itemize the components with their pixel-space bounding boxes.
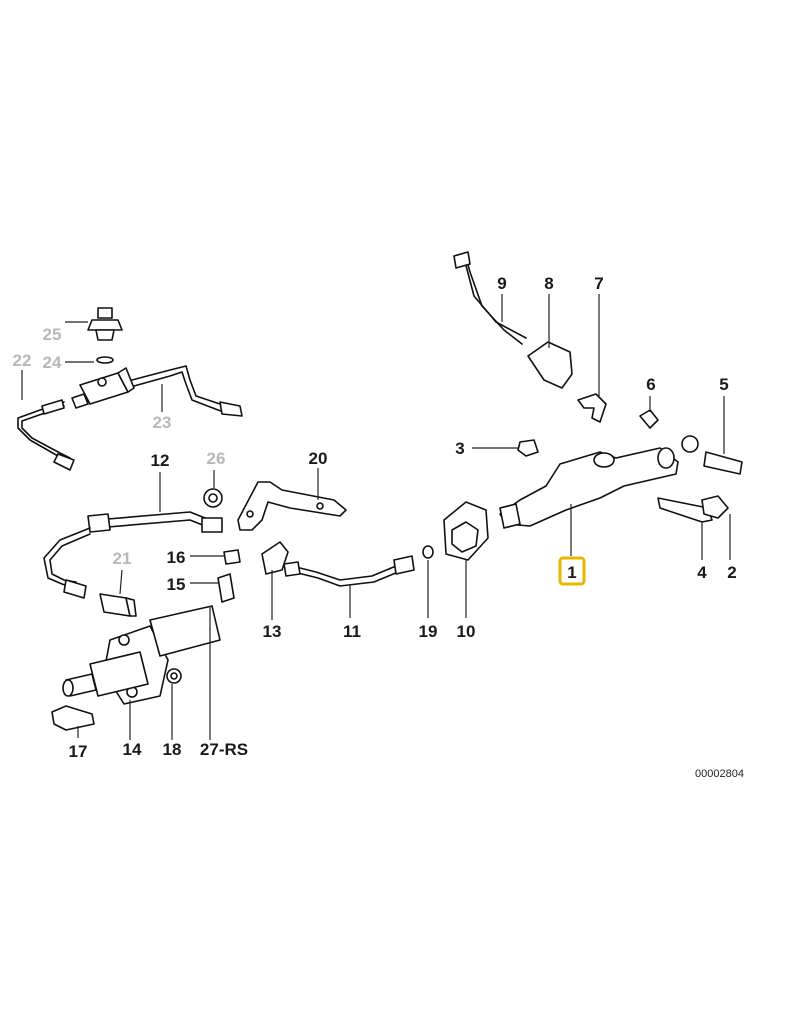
callout-25[interactable]: 25 bbox=[43, 325, 62, 344]
callout-11[interactable]: 11 bbox=[343, 622, 361, 641]
clip-6 bbox=[639, 409, 659, 429]
callout-5[interactable]: 5 bbox=[719, 375, 728, 394]
callout-12[interactable]: 12 bbox=[151, 451, 170, 470]
callout-27-rs[interactable]: 27-RS bbox=[200, 740, 248, 759]
callout-19[interactable]: 19 bbox=[419, 622, 438, 641]
callout-6[interactable]: 6 bbox=[646, 375, 655, 394]
bracket-20 bbox=[237, 481, 347, 531]
callout-17[interactable]: 17 bbox=[69, 742, 88, 761]
leader-lines bbox=[21, 294, 731, 740]
nut-2 bbox=[701, 495, 729, 519]
bolt-17 bbox=[51, 705, 95, 731]
callout-26[interactable]: 26 bbox=[207, 449, 226, 468]
callout-22[interactable]: 22 bbox=[13, 351, 32, 370]
highlight-box-part-1 bbox=[558, 556, 586, 586]
washer-19 bbox=[422, 545, 434, 559]
clutch-line-11 bbox=[283, 555, 415, 587]
callout-21[interactable]: 21 bbox=[113, 549, 132, 568]
callout-4[interactable]: 4 bbox=[697, 563, 707, 582]
callout-24[interactable]: 24 bbox=[43, 353, 62, 372]
callout-20[interactable]: 20 bbox=[309, 449, 328, 468]
fitting-21 bbox=[99, 593, 137, 617]
pin-5 bbox=[703, 451, 743, 475]
pressure-switch-assembly bbox=[17, 307, 243, 471]
reservoir-hose-9 bbox=[453, 251, 527, 345]
seal-10 bbox=[443, 501, 489, 561]
bleeder-cap-16 bbox=[223, 549, 241, 565]
clip-13 bbox=[261, 541, 289, 575]
callout-1[interactable]: 1 bbox=[567, 563, 576, 582]
callout-9[interactable]: 9 bbox=[497, 274, 506, 293]
callout-10[interactable]: 10 bbox=[457, 622, 476, 641]
callout-18[interactable]: 18 bbox=[163, 740, 182, 759]
callout-labels: 1 2 3 4 5 6 7 8 9 10 11 12 13 14 15 16 1… bbox=[13, 274, 744, 780]
callout-14[interactable]: 14 bbox=[123, 740, 142, 759]
clutch-line-hose bbox=[43, 511, 223, 599]
callout-3[interactable]: 3 bbox=[455, 439, 464, 458]
callout-16[interactable]: 16 bbox=[167, 548, 186, 567]
callout-7[interactable]: 7 bbox=[594, 274, 603, 293]
bleeder-screw-15 bbox=[217, 573, 235, 603]
bolt-4 bbox=[657, 497, 713, 523]
slave-cylinder-14 bbox=[62, 605, 221, 705]
callout-8[interactable]: 8 bbox=[544, 274, 553, 293]
nut-3 bbox=[517, 439, 539, 457]
pipe-7 bbox=[577, 393, 607, 423]
callout-2[interactable]: 2 bbox=[727, 563, 736, 582]
callout-13[interactable]: 13 bbox=[263, 622, 282, 641]
cover-8 bbox=[527, 341, 573, 389]
master-cylinder-1 bbox=[499, 435, 699, 529]
callout-23[interactable]: 23 bbox=[153, 413, 172, 432]
callout-15[interactable]: 15 bbox=[167, 575, 186, 594]
diagram-reference-code: 00002804 bbox=[695, 768, 744, 780]
